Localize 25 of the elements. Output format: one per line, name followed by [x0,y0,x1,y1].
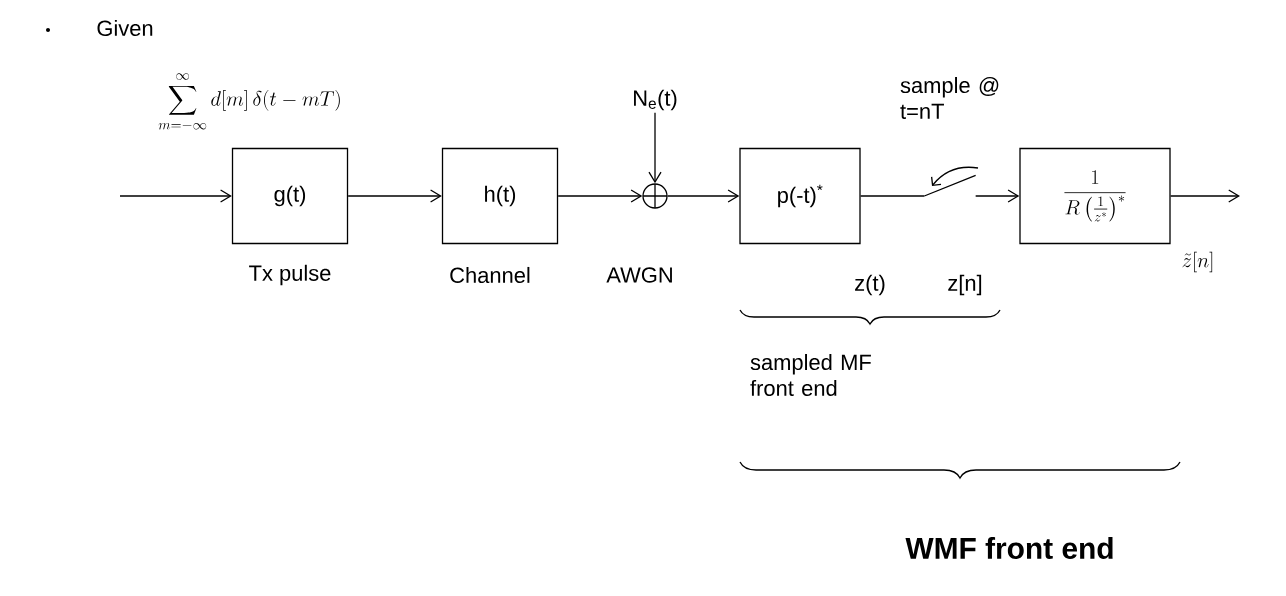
caption-text: z(t) [855,274,885,296]
caption-text: $\tilde{z}[n]$ [1182,251,1213,273]
signal-label: z[n] [948,274,982,296]
sampler-switch-drawing [923,166,979,197]
note-text: sample @ t=nT [900,77,999,119]
caption-text: Channel [450,266,530,284]
arrow [975,189,1020,203]
arrow [557,189,643,203]
block-box: p(-t)$^{*}$ [739,147,861,245]
note-text: Given [97,19,153,37]
arrow [347,189,442,203]
arrow [648,112,662,184]
arrow [667,189,740,203]
adder-symbol [642,183,668,209]
caption-text: AWGN [606,267,672,283]
arrow [1170,189,1240,203]
block-box: h(t) [441,147,559,245]
formula: $\sum_{m=-\infty}^{\infty} d[m]\,\delta(t-mT)$ [158,73,340,130]
arrow [119,189,232,203]
signal-label: N$_{e}$(t) [634,89,677,111]
caption-text: Tx pulse [249,264,331,286]
note-text: sampled MF front end [750,354,871,396]
title-text: WMF front end [905,537,1113,559]
block-box: $\frac{1}{R\left(\frac{1}{z^{*}}\right)^{*}}$ [1019,147,1171,245]
block-box: g(t) [231,147,349,245]
